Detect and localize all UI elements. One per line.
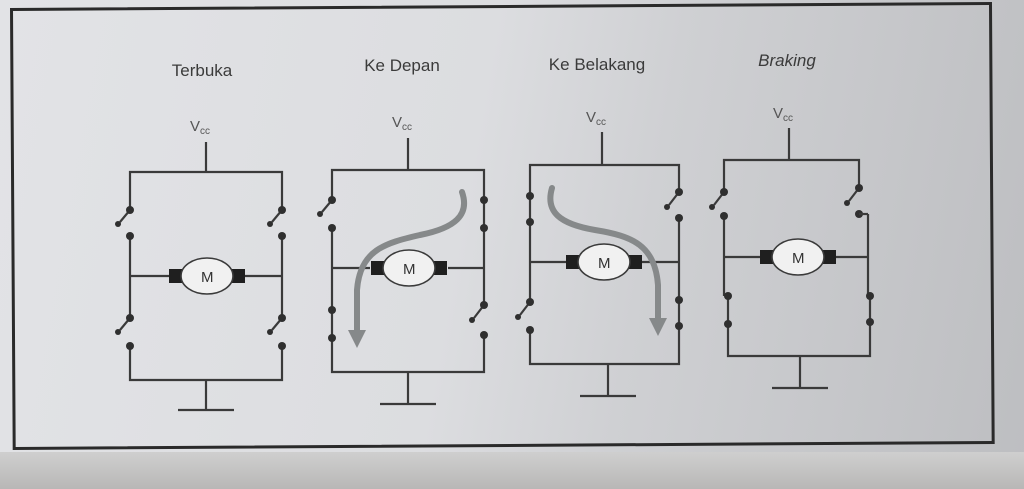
current-flow-arrow-ke-belakang: [547, 185, 661, 325]
vcc-label-ke-belakang: Vcc: [586, 109, 606, 128]
circuit-terbuka: Vcc M: [115, 118, 286, 412]
panel-title-braking: Braking: [758, 51, 816, 70]
circuit-braking: Vcc M: [709, 105, 874, 390]
motor-label-ke-depan: M: [403, 261, 416, 278]
page-bottom-strip: [0, 452, 1024, 489]
panel-title-ke-belakang: Ke Belakang: [548, 55, 646, 74]
current-flow-arrow-ke-depan: [354, 189, 467, 337]
motor-label-ke-belakang: M: [598, 255, 611, 272]
motor-label-terbuka: M: [201, 269, 214, 286]
arrow-head-ke-depan: [348, 330, 366, 348]
panel-title-terbuka: Terbuka: [171, 61, 233, 80]
vcc-label-ke-depan: Vcc: [392, 114, 412, 133]
arrow-head-ke-belakang: [649, 318, 667, 336]
circuit-ke-depan: Vcc M: [317, 114, 488, 406]
vcc-label-terbuka: Vcc: [190, 118, 210, 137]
motor-label-braking: M: [792, 250, 805, 267]
panel-title-ke-depan: Ke Depan: [364, 56, 440, 75]
vcc-label-braking: Vcc: [773, 105, 793, 124]
circuit-ke-belakang: Vcc M: [515, 109, 683, 398]
